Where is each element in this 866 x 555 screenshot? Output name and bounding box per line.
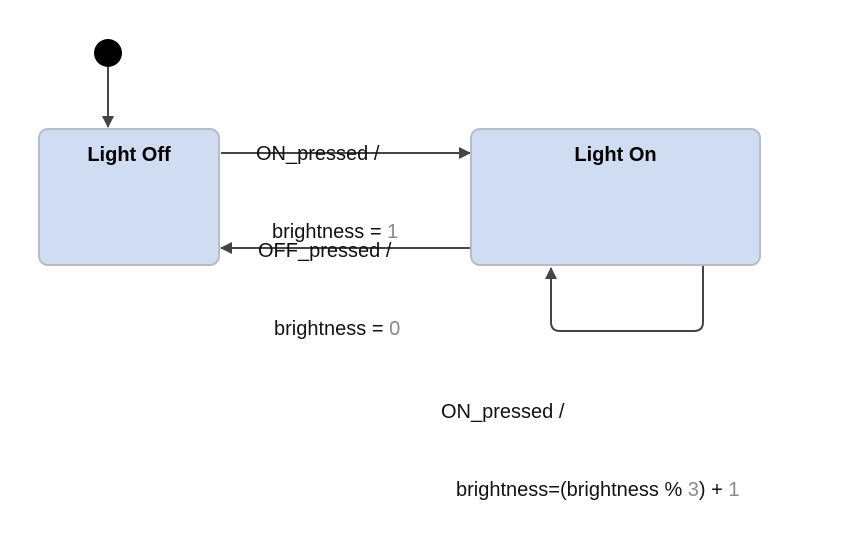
action-value: 1 bbox=[728, 479, 740, 501]
action-value: 3 bbox=[687, 479, 699, 501]
state-diagram: Light Off Light On ON_pressed / brightne… bbox=[38, 39, 761, 501]
action-text: ) + bbox=[698, 479, 729, 501]
self-loop-arrow bbox=[545, 266, 704, 332]
transition-action: brightness=(brightness % 3) + 1 bbox=[441, 477, 740, 503]
transition-label-off-to-on: ON_pressed / brightness = 1 bbox=[256, 89, 398, 297]
state-light-on: Light On bbox=[470, 128, 761, 266]
action-value: 0 bbox=[389, 318, 401, 340]
action-text: brightness = bbox=[274, 318, 390, 340]
initial-state-dot bbox=[94, 39, 122, 67]
transition-event: ON_pressed / bbox=[441, 401, 565, 423]
transition-event: OFF_pressed / bbox=[258, 240, 392, 262]
state-light-on-label: Light On bbox=[574, 144, 657, 166]
diagram-connectors bbox=[94, 39, 704, 332]
transition-action: brightness = 1 bbox=[256, 219, 398, 245]
state-light-off: Light Off bbox=[38, 128, 220, 266]
state-light-off-label: Light Off bbox=[87, 144, 171, 166]
action-text: brightness = bbox=[272, 221, 388, 243]
transition-action: brightness = 0 bbox=[258, 316, 400, 342]
action-text: brightness=(brightness % bbox=[456, 479, 688, 501]
transition-label-self-loop: ON_pressed / brightness=(brightness % 3)… bbox=[441, 347, 740, 555]
action-value: 1 bbox=[387, 221, 399, 243]
transition-label-on-to-off: OFF_pressed / brightness = 0 bbox=[258, 186, 400, 394]
transition-event: ON_pressed / bbox=[256, 143, 380, 165]
